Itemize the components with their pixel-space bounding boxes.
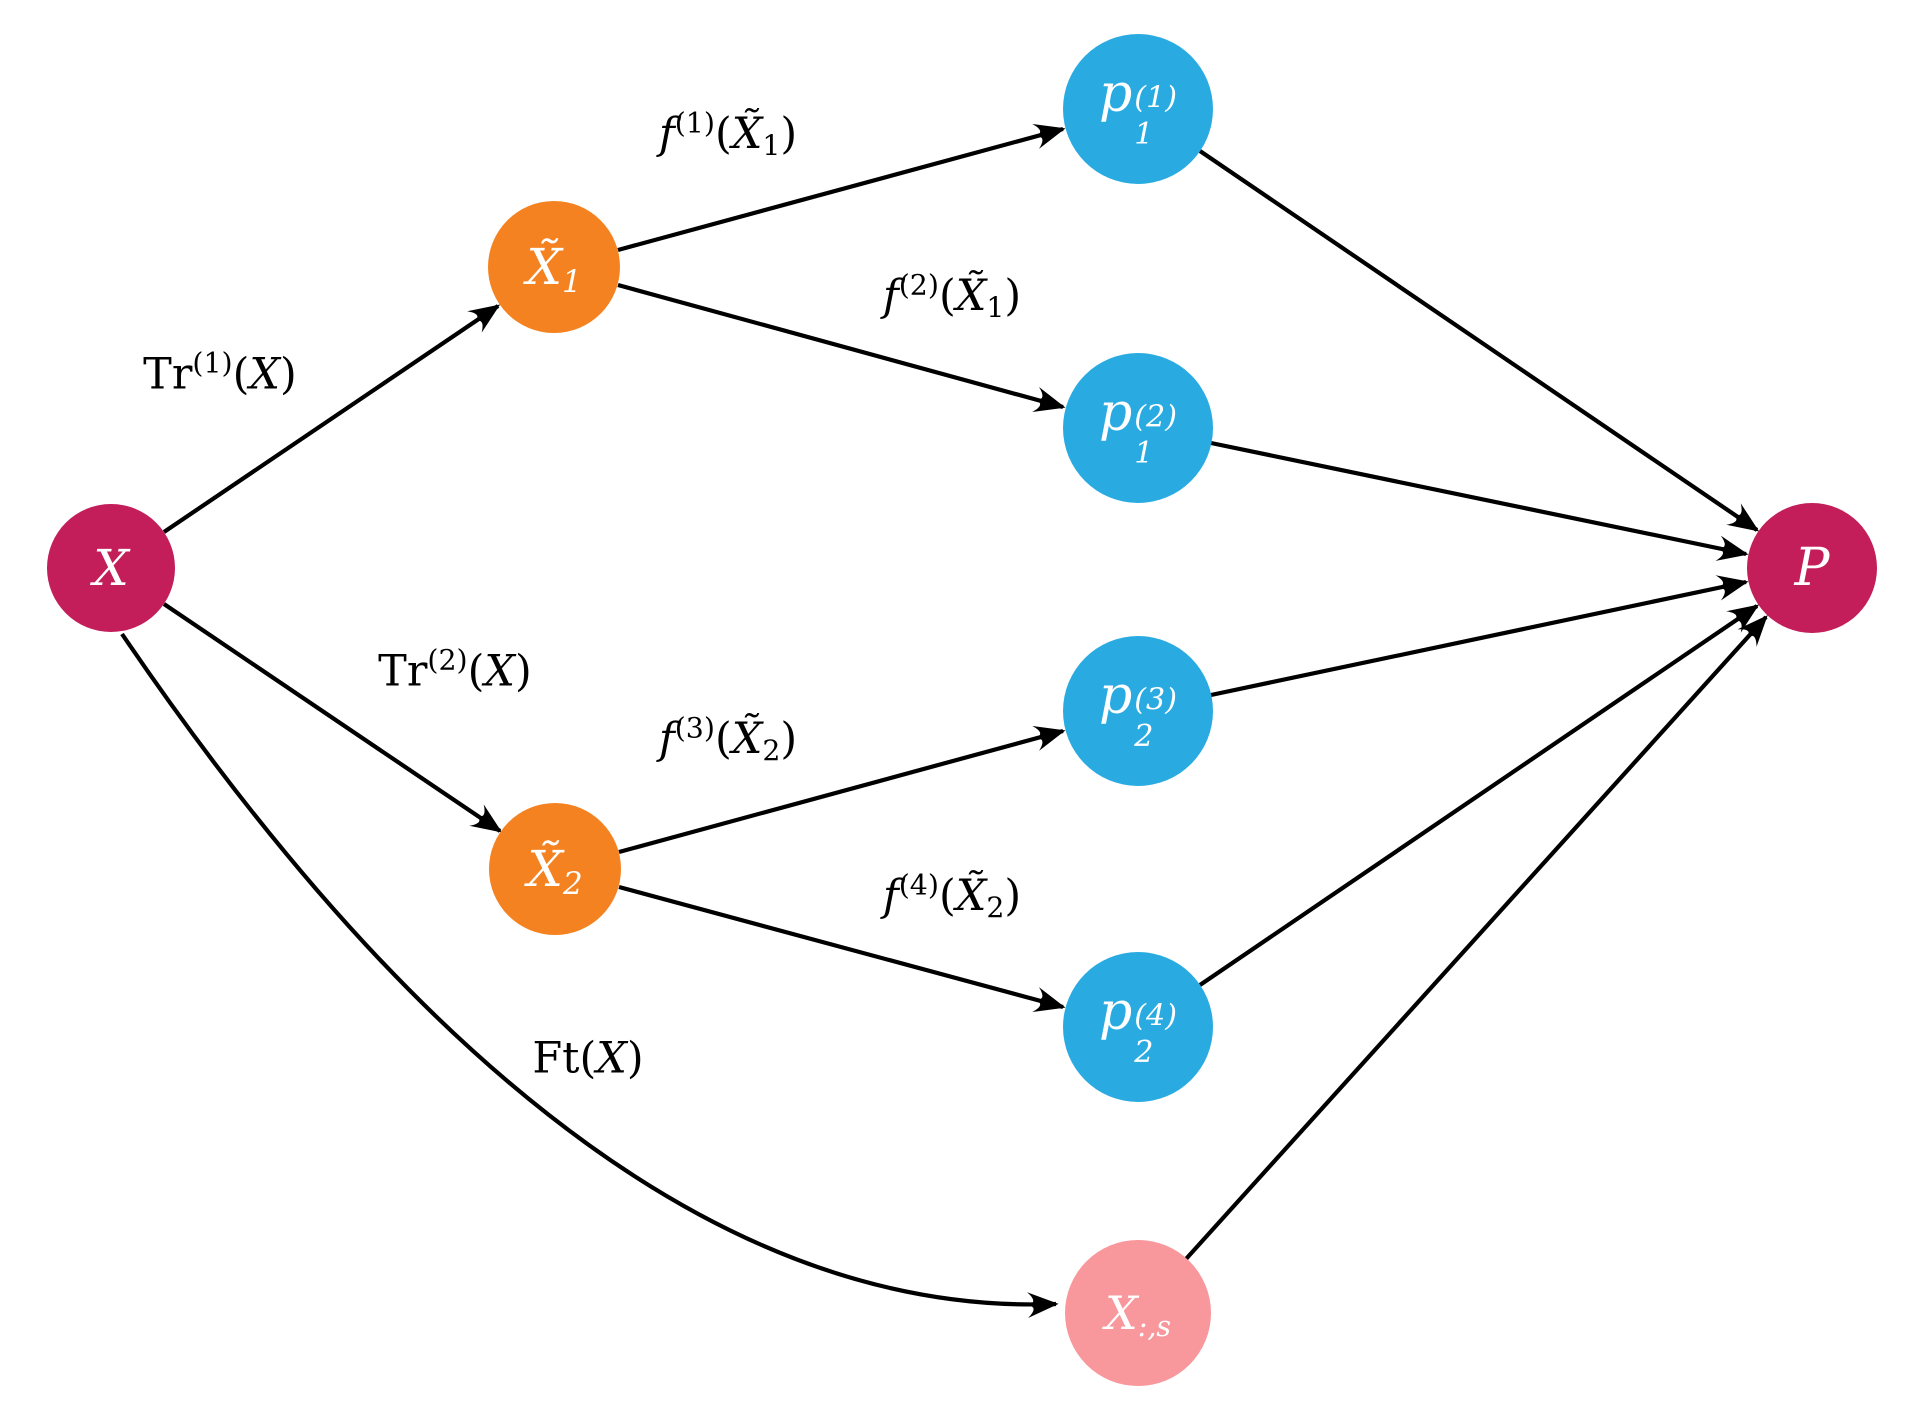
node-p1-1-label: p (1098, 64, 1133, 125)
node-p2-4-label: p (1098, 982, 1133, 1043)
edge-label-f2: f(2)(X̃1) (882, 268, 1022, 325)
edge-label-f4: f(4)(X̃2) (882, 868, 1022, 925)
node-p1-2: p(2)1 (1063, 353, 1213, 503)
edge-xs-to-p (1184, 615, 1768, 1261)
node-p2-4: p(4)2 (1063, 952, 1213, 1102)
edge-p12-to-p (1210, 440, 1749, 561)
edge-label-tr2: Tr(2)(X) (378, 643, 532, 697)
node-x: X (47, 504, 175, 632)
node-x2-tilde-label: X̃ (527, 840, 563, 898)
edge-x2tilde-to-p23 (618, 726, 1066, 855)
node-p1-1: p(1)1 (1063, 34, 1213, 184)
edge-x-to-xs (120, 632, 1059, 1318)
node-p2-3: p(3)2 (1063, 636, 1213, 786)
node-x-cols-label: X (1104, 1286, 1138, 1340)
node-p-output: P (1747, 503, 1877, 633)
node-x1-tilde: X̃1 (488, 201, 620, 333)
node-p1-1-sup: (1) (1134, 80, 1177, 116)
edge-p24-to-p (1198, 604, 1760, 987)
edge-label-f1: f(1)(X̃1) (658, 106, 798, 163)
node-p2-3-label: p (1098, 666, 1133, 727)
node-p1-2-label: p (1098, 383, 1133, 444)
node-x1-tilde-sub: 1 (561, 263, 582, 300)
edge-label-f3: f(3)(X̃2) (658, 711, 798, 768)
edge-x-to-x2tilde (162, 602, 503, 833)
node-p2-3-sup: (3) (1134, 682, 1177, 718)
node-x2-tilde-sub: 2 (562, 865, 583, 902)
node-x-label: X (93, 539, 129, 597)
node-p-output-label: P (1794, 538, 1830, 598)
node-p2-4-sup: (4) (1134, 998, 1177, 1034)
edge-x2tilde-to-p24 (618, 884, 1066, 1013)
node-p1-2-sup: (2) (1134, 399, 1177, 435)
edge-label-tr1: Tr(1)(X) (143, 346, 297, 400)
node-x2-tilde: X̃2 (489, 803, 621, 935)
edge-p23-to-p (1210, 575, 1749, 698)
node-x-cols: X:,s (1065, 1240, 1211, 1386)
node-x1-tilde-label: X̃ (526, 238, 562, 296)
edge-x1tilde-to-p12 (617, 282, 1066, 412)
node-p2-3-sub: 2 (1134, 718, 1154, 754)
edge-p11-to-p (1198, 149, 1760, 532)
node-p1-1-sub: 1 (1134, 116, 1154, 152)
edge-x1tilde-to-p11 (617, 123, 1066, 253)
edge-x-to-x1tilde (162, 304, 501, 534)
node-p1-2-sub: 1 (1134, 435, 1154, 471)
edge-label-ft: Ft(X) (532, 1033, 644, 1084)
node-p2-4-sub: 2 (1134, 1034, 1154, 1070)
node-x-cols-sub: :,s (1137, 1310, 1172, 1344)
